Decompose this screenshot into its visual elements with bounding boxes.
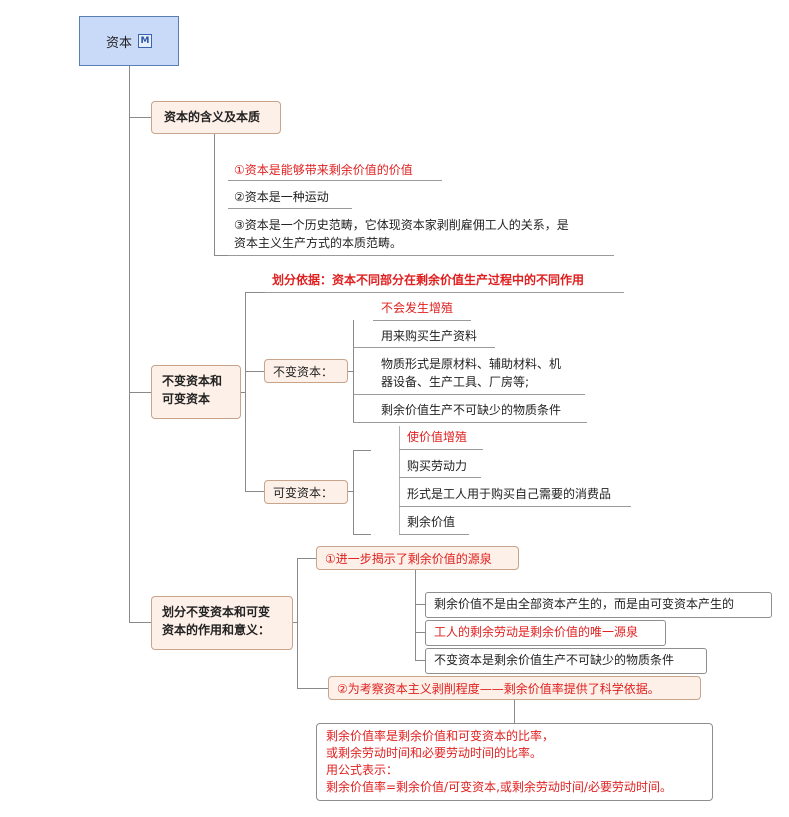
constant-item-2-rule (353, 347, 495, 348)
constant-stub (347, 371, 354, 372)
detail-line-4: 剩余价值率=剩余价值/可变资本,或剩余劳动时间/必要劳动时间。 (326, 780, 672, 794)
constant-item-3-rule (353, 394, 585, 395)
topic1-item-1-rule (228, 180, 442, 181)
point2-label: ②为考察资本主义剥削程度——剩余价值率提供了科学依据。 (337, 681, 660, 696)
point1-item3-link (415, 660, 425, 661)
variable-item-2-rule (399, 477, 481, 478)
topic2-line2: 可变资本 (162, 392, 211, 406)
branch-topic1 (129, 117, 151, 118)
point1-item-2-text: 工人的剩余劳动是剩余价值的唯一源泉 (434, 625, 639, 639)
point1-node[interactable]: ①进一步揭示了剩余价值的源泉 (316, 546, 519, 570)
variable-item-4: 剩余价值 (407, 515, 456, 529)
constant-item-3-line2: 器设备、生产工具、厂房等; (381, 375, 530, 389)
point1-item-3-text: 不变资本是剩余价值生产不可缺少的物质条件 (434, 653, 675, 667)
detail-line-3: 用公式表示： (326, 763, 399, 777)
variable-capital-node[interactable]: 可变资本： (264, 480, 348, 504)
topic1-item-3-line1: ③资本是一个历史范畴，它体现资本家剥削雇佣工人的关系，是 (234, 218, 569, 232)
constant-capital-node[interactable]: 不变资本： (264, 359, 348, 383)
variable-item-3-rule (399, 506, 631, 507)
topic1-item-2-rule (228, 208, 352, 209)
topic3-line1: 划分不变资本和可变 (162, 605, 271, 619)
point1-item-1[interactable]: 剩余价值不是由全部资本产生的，而是由可变资本产生的 (425, 592, 772, 618)
topic1-item-1: ①资本是能够带来剩余价值的价值 (234, 163, 413, 177)
topic1-label: 资本的含义及本质 (164, 110, 261, 124)
topic3-spine (297, 558, 298, 688)
branch-topic3 (129, 622, 151, 623)
point1-drop (415, 570, 416, 660)
topic2-basis-link (245, 292, 265, 293)
constant-item-4-rule (353, 422, 587, 423)
division-basis-rule (265, 292, 624, 293)
variable-bracket-top (353, 450, 354, 534)
point2-drop (514, 700, 515, 723)
point1-item-2[interactable]: 工人的剩余劳动是剩余价值的唯一源泉 (425, 620, 666, 646)
constant-item-2: 用来购买生产资料 (381, 329, 478, 343)
variable-item-4-rule (399, 534, 469, 535)
point1-item1-link (415, 604, 425, 605)
topic-division-significance[interactable]: 划分不变资本和可变 资本的作用和意义： (151, 596, 293, 650)
point1-label: ①进一步揭示了剩余价值的源泉 (325, 551, 492, 566)
topic2-to-spine (241, 392, 246, 393)
constant-label: 不变资本： (273, 364, 334, 379)
variable-item-1: 使价值增殖 (407, 430, 468, 444)
surplus-rate-detail[interactable]: 剩余价值率是剩余价值和可变资本的比率， 或剩余劳动时间和必要劳动时间的比率。 用… (316, 723, 713, 801)
point1-item-3[interactable]: 不变资本是剩余价值生产不可缺少的物质条件 (425, 648, 707, 674)
point2-link (297, 688, 328, 689)
topic1-item-3-rule (228, 255, 614, 256)
constant-item-3-line1: 物质形式是原材料、辅助材料、机 (381, 357, 562, 371)
detail-line-1: 剩余价值率是剩余价值和可变资本的比率， (326, 729, 555, 743)
topic3-to-spine (293, 622, 298, 623)
point2-node[interactable]: ②为考察资本主义剥削程度——剩余价值率提供了科学依据。 (328, 676, 701, 700)
root-trunk (129, 66, 130, 622)
topic1-stub (214, 255, 228, 256)
topic-constant-variable[interactable]: 不变资本和 可变资本 (151, 365, 241, 419)
constant-item-4: 剩余价值生产不可缺少的物质条件 (381, 403, 562, 417)
point1-link (297, 558, 316, 559)
topic1-item-2: ②资本是一种运动 (234, 190, 329, 204)
variable-stub (347, 491, 354, 492)
root-label: 资本 (105, 35, 132, 51)
constant-item-1-rule (373, 320, 471, 321)
variable-item-2: 购买劳动力 (407, 459, 468, 473)
constant-item-1: 不会发生增殖 (381, 301, 454, 315)
point1-item-1-text: 剩余价值不是由全部资本产生的，而是由可变资本产生的 (434, 597, 735, 611)
topic2-line1: 不变资本和 (162, 374, 223, 388)
root-node[interactable]: 资本 M (79, 16, 179, 66)
division-basis: 划分依据：资本不同部分在剩余价值生产过程中的不同作用 (272, 273, 585, 287)
detail-line-2: 或剩余劳动时间和必要劳动时间的比率。 (326, 746, 543, 760)
variable-link (245, 491, 264, 492)
topic-capital-meaning[interactable]: 资本的含义及本质 (151, 101, 281, 134)
branch-topic2 (129, 392, 151, 393)
variable-item-3: 形式是工人用于购买自己需要的消费品 (407, 487, 612, 501)
topic3-line2: 资本的作用和意义： (162, 623, 271, 637)
point1-item2-link (415, 632, 425, 633)
topic1-item-3-line2: 资本主义生产方式的本质范畴。 (234, 236, 403, 250)
variable-item-1-rule (399, 449, 483, 450)
mindmap-icon: M (138, 34, 152, 48)
variable-corner-bottom (353, 534, 371, 535)
variable-items-rule (399, 426, 400, 534)
variable-label: 可变资本： (273, 485, 334, 500)
constant-link (245, 371, 264, 372)
variable-corner-top (353, 450, 371, 451)
topic1-connector (214, 134, 215, 256)
